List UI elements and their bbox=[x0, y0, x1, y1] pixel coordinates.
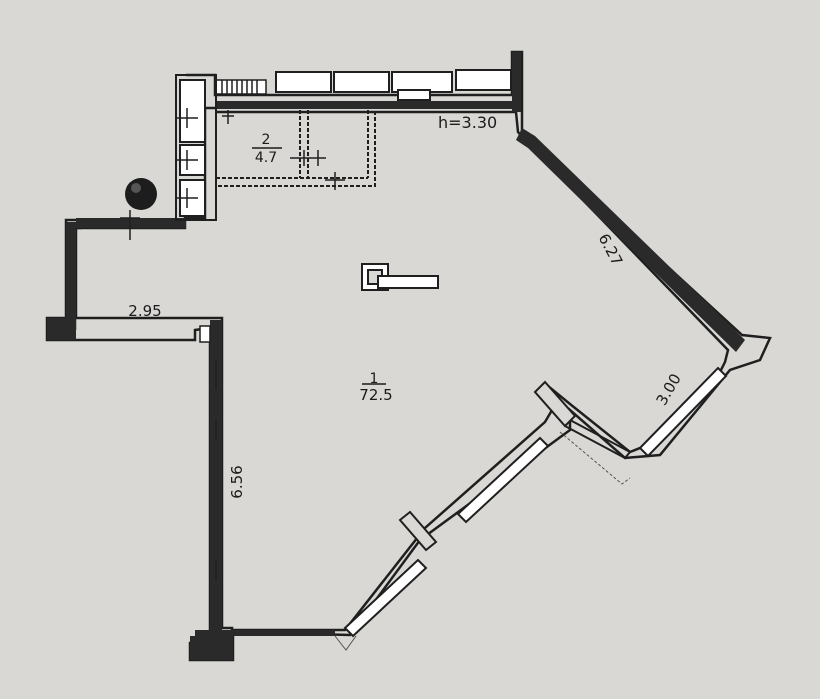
wall-left-vertical bbox=[210, 320, 222, 632]
vent-duct bbox=[377, 275, 439, 289]
dimension-left-side: 6.56 bbox=[228, 465, 246, 498]
ventilation-shaft-icon bbox=[361, 263, 439, 291]
window-icon bbox=[638, 366, 728, 458]
wall-left-stub bbox=[47, 318, 76, 340]
balcony-step bbox=[564, 419, 632, 460]
shaft-cell bbox=[179, 79, 206, 143]
wall-pier bbox=[398, 510, 438, 552]
window-icon bbox=[275, 71, 332, 93]
wall-inner bbox=[74, 106, 730, 632]
dimension-right-window: 3.00 bbox=[653, 371, 685, 409]
window-icon bbox=[333, 71, 390, 93]
wall-lower-left-corner bbox=[190, 636, 233, 660]
wall-bottom bbox=[195, 630, 335, 636]
top-window-row bbox=[275, 69, 512, 101]
wall-pier bbox=[533, 380, 577, 428]
radiator-frame bbox=[215, 79, 267, 95]
riser-pipe-icon bbox=[125, 178, 157, 210]
room-2-crosses bbox=[222, 110, 345, 190]
wall-northeast bbox=[516, 128, 745, 352]
window-icon bbox=[397, 89, 431, 101]
dimension-left-top: 2.95 bbox=[128, 302, 161, 320]
room-2-number: 2 bbox=[262, 132, 271, 148]
left-wall-ticks bbox=[199, 325, 217, 580]
wall-left-column bbox=[66, 222, 76, 322]
balcony-step-outline bbox=[559, 431, 631, 485]
shaft-crosses bbox=[120, 108, 198, 240]
window-icon bbox=[455, 69, 512, 91]
wall-top-horizontal bbox=[215, 101, 513, 109]
bottom-corner bbox=[334, 635, 357, 651]
wall-segments bbox=[47, 52, 521, 660]
window-icon bbox=[343, 558, 428, 638]
room-2-outline bbox=[215, 110, 376, 187]
window-icon bbox=[456, 436, 550, 524]
riser-pipe-highlight bbox=[131, 183, 141, 193]
room-1-number: 1 bbox=[370, 371, 379, 387]
room-2-area: 4.7 bbox=[255, 150, 277, 166]
wall-upper-left bbox=[76, 218, 186, 228]
ceiling-height-label: h=3.30 bbox=[438, 113, 497, 132]
room-1-area: 72.5 bbox=[359, 386, 392, 404]
radiator-grille bbox=[215, 79, 267, 95]
wall-notch-top bbox=[512, 52, 521, 112]
southwest-windows bbox=[334, 366, 728, 651]
